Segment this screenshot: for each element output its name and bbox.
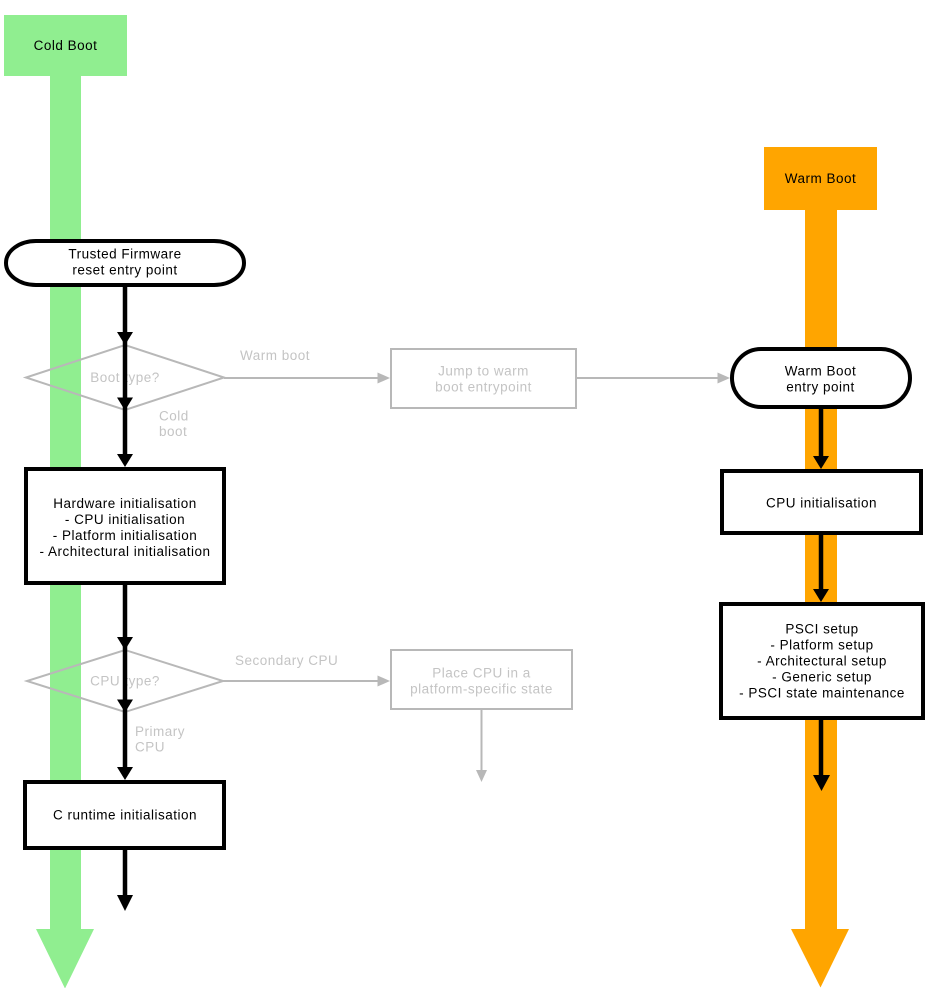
svg-text:Cold: Cold — [159, 409, 189, 424]
svg-text:CPU initialisation: CPU initialisation — [766, 496, 877, 511]
svg-text:Warm Boot: Warm Boot — [785, 171, 857, 186]
svg-text:- Architectural setup: - Architectural setup — [757, 654, 887, 669]
svg-text:Primary: Primary — [135, 724, 185, 739]
svg-text:CPU: CPU — [135, 740, 165, 755]
svg-text:platform-specific state: platform-specific state — [410, 682, 553, 697]
svg-text:Trusted Firmware: Trusted Firmware — [68, 247, 181, 262]
svg-text:Secondary CPU: Secondary CPU — [235, 653, 338, 668]
svg-text:Hardware initialisation: Hardware initialisation — [53, 496, 197, 511]
svg-text:reset entry point: reset entry point — [72, 263, 177, 278]
svg-text:Warm Boot: Warm Boot — [785, 364, 857, 379]
svg-text:C runtime initialisation: C runtime initialisation — [53, 808, 197, 823]
svg-text:boot entrypoint: boot entrypoint — [435, 380, 532, 395]
svg-text:Jump to warm: Jump to warm — [438, 364, 529, 379]
svg-text:- PSCI state maintenance: - PSCI state maintenance — [739, 686, 905, 701]
svg-text:- CPU initialisation: - CPU initialisation — [65, 512, 185, 527]
svg-text:- Generic setup: - Generic setup — [772, 670, 872, 685]
svg-text:Warm boot: Warm boot — [240, 348, 310, 363]
svg-text:entry point: entry point — [786, 380, 855, 395]
svg-text:Cold Boot: Cold Boot — [34, 38, 98, 53]
svg-text:boot: boot — [159, 424, 187, 439]
svg-text:PSCI setup: PSCI setup — [785, 622, 858, 637]
svg-text:- Platform setup: - Platform setup — [770, 638, 873, 653]
svg-text:- Architectural initialisation: - Architectural initialisation — [39, 544, 210, 559]
svg-text:- Platform initialisation: - Platform initialisation — [53, 528, 198, 543]
svg-text:Place CPU in a: Place CPU in a — [432, 666, 531, 681]
